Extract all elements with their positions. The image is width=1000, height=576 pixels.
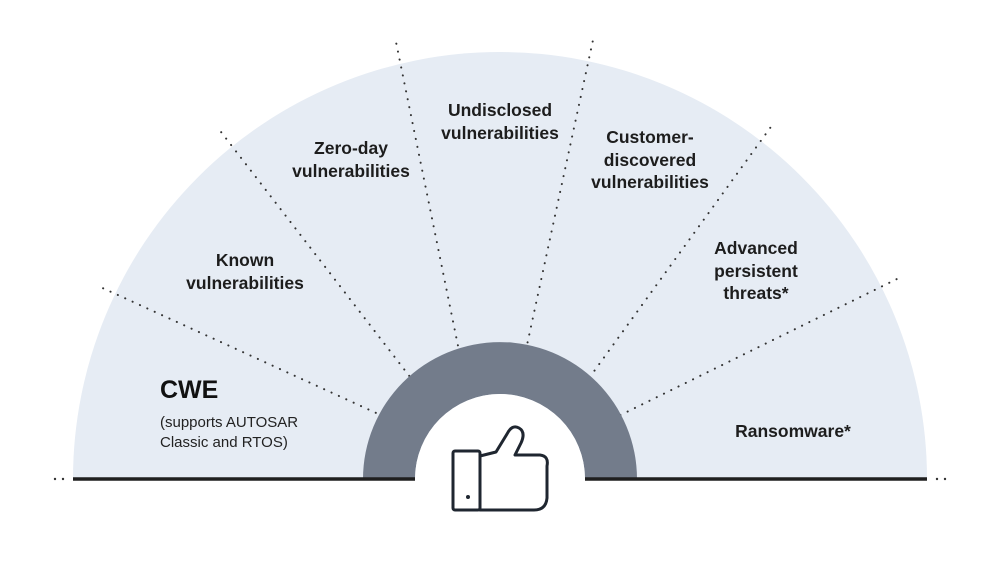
divider-1 — [95, 284, 421, 434]
label-zero-day-vulnerabilities: Zero-day vulnerabilities — [292, 138, 410, 181]
thumbs-up-icon — [451, 425, 549, 512]
label-advanced-persistent-threats: Advanced persistent threats* — [714, 238, 798, 303]
inner-hub — [415, 394, 585, 479]
label-customer-discovered-vulnerabilities: Customer- discovered vulnerabilities — [591, 127, 709, 192]
divider-lines — [95, 39, 904, 434]
baseline — [53, 477, 947, 481]
cwe-title: CWE — [160, 376, 219, 404]
label-known-vulnerabilities: Known vulnerabilities — [186, 250, 304, 293]
divider-4 — [518, 39, 594, 383]
divider-3 — [395, 41, 467, 386]
label-undisclosed-vulnerabilities: Undisclosed vulnerabilities — [441, 100, 559, 143]
inner-ring — [363, 342, 637, 479]
cwe-subtitle: (supports AUTOSAR Classic and RTOS) — [160, 414, 299, 451]
label-ransomware: Ransomware* — [735, 421, 851, 441]
divider-6 — [583, 275, 904, 434]
